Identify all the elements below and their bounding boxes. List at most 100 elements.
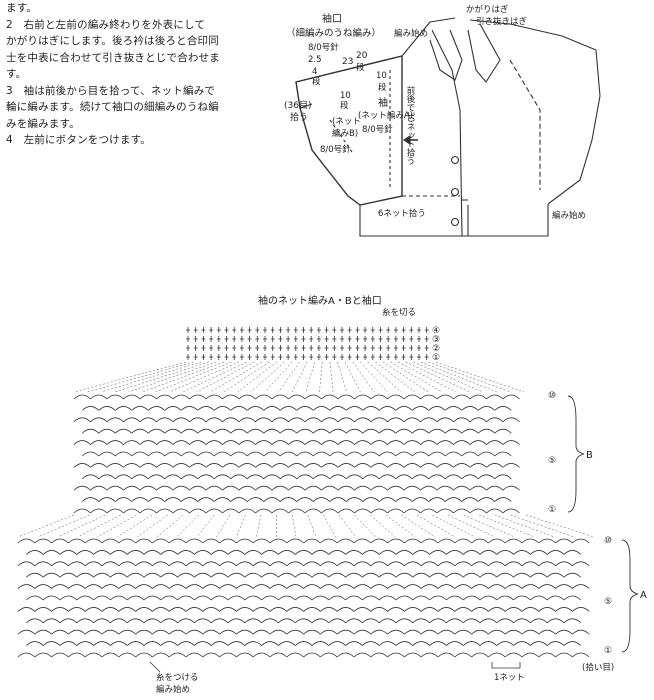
net-a-arc — [219, 607, 237, 612]
net-a-arc — [488, 607, 506, 612]
net-a-arc — [420, 561, 439, 567]
net-a-arc — [160, 595, 178, 601]
net-a-arc — [185, 629, 204, 635]
net-a-arc — [572, 607, 590, 612]
net-a-arc — [26, 641, 44, 646]
net-b-arc — [296, 474, 314, 480]
net-b-arc — [90, 440, 108, 445]
net-b-arc — [469, 463, 487, 468]
cuff-stitch — [370, 345, 375, 351]
net-b-arc — [420, 417, 438, 423]
net-b-arc — [461, 451, 479, 457]
fan-line — [390, 361, 443, 393]
net-a-arc — [521, 584, 540, 589]
net-a-arc — [244, 550, 262, 555]
cuff-stitch — [316, 345, 321, 351]
net-b-arc — [213, 451, 232, 457]
net-a-arc — [328, 618, 346, 624]
net-a-arc — [387, 538, 405, 544]
net-b-arc — [420, 440, 438, 445]
net-b-arc — [279, 474, 298, 480]
net-b-arc — [189, 485, 207, 491]
instruction-step-3-cont: みを編みます。 — [6, 117, 80, 130]
net-a-arc — [168, 584, 187, 589]
net-a-arc — [269, 629, 288, 635]
net-a-arc — [370, 652, 388, 658]
net-b-arc — [205, 508, 223, 514]
net-a-arc — [101, 561, 120, 567]
net-a-arc — [227, 550, 246, 555]
net-b-arc — [180, 406, 199, 411]
net-b-arc — [296, 428, 314, 434]
cuff-stitch — [363, 345, 368, 351]
schematic-labels: 袖口 （細編みのうね編み） 8/0号針 2.5 4 段 23 20 段 10 段… — [284, 4, 586, 221]
net-a-arc — [135, 629, 153, 635]
net-a-arc — [521, 629, 540, 635]
net-a-arc — [462, 550, 481, 555]
cuff-stitch — [216, 345, 221, 351]
fan-line — [278, 361, 300, 393]
net-b-arc — [403, 508, 421, 514]
net-a-arc — [84, 629, 103, 635]
net-b-arc — [123, 394, 141, 400]
net-b-arc — [205, 417, 223, 423]
net-b-arc — [147, 497, 166, 502]
net-a-arc — [462, 572, 481, 578]
cuff-stitch — [186, 354, 190, 360]
net-a-arc — [311, 572, 330, 578]
net-b-arc — [354, 417, 372, 423]
net-b-arc — [123, 463, 141, 468]
net-b-arc — [238, 440, 256, 445]
net-b-arc — [403, 440, 421, 445]
cuff-stitch — [355, 336, 360, 342]
net-b-arc — [453, 440, 471, 445]
net-b-arc — [123, 440, 141, 445]
net-b: (ネット — [332, 117, 361, 127]
net-b-arc — [436, 394, 454, 400]
connector-line — [77, 514, 121, 538]
net-b-arc — [288, 463, 306, 468]
net-b-arc — [469, 485, 487, 491]
net-a-arc — [210, 572, 229, 578]
net-b-arc — [304, 463, 322, 468]
cuff-stitch — [263, 345, 267, 351]
net-a-arc — [202, 629, 220, 635]
connector-line — [117, 514, 153, 538]
net-a-arc — [303, 584, 321, 589]
net-b-arc — [123, 417, 141, 423]
net-a-arc — [227, 618, 246, 624]
cuff-stitch — [332, 354, 337, 360]
cuff-stitch — [401, 336, 406, 342]
net-a-arc — [252, 538, 271, 544]
net-a-arc — [194, 550, 212, 555]
net-b-arc — [180, 497, 199, 502]
net-b-arc — [73, 463, 91, 468]
net-a-arc — [118, 607, 136, 612]
connector-line — [17, 514, 75, 538]
cuff-stitch — [293, 336, 298, 342]
net-a-arc — [336, 652, 355, 658]
cuff-stitch — [309, 354, 314, 360]
net-a-arc — [143, 641, 162, 646]
net-b-arc — [312, 497, 331, 502]
net-a-arc — [219, 629, 237, 635]
net-a-arc — [563, 595, 582, 601]
cuff-rows: 2.5 — [308, 55, 322, 65]
net-a-arc — [420, 652, 439, 658]
net-a-arc — [303, 538, 321, 544]
net-a-arc — [572, 652, 590, 658]
net-b-arc — [354, 508, 372, 514]
chart-bottom-labels: 糸をつける 編み始め 1ネット (拾い目) — [149, 661, 614, 695]
sleeve-seam — [509, 59, 541, 190]
net-a-arc — [336, 629, 355, 635]
cuff-stitch — [417, 327, 421, 333]
net-a-arc — [152, 607, 170, 612]
net-b-arc — [114, 497, 133, 502]
net-a-arc — [51, 629, 69, 635]
net-a-arc — [521, 561, 540, 567]
cuff-stitch — [347, 354, 352, 360]
net-a-arc — [471, 584, 489, 589]
net-b-arc — [469, 440, 487, 445]
net-b-arc — [486, 394, 504, 400]
net-a-arc — [345, 595, 363, 601]
